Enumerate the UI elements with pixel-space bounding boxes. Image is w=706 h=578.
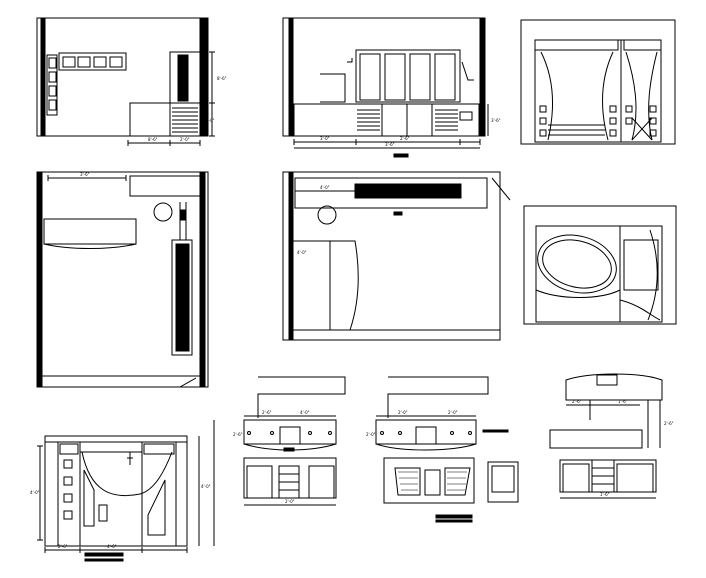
dim-label: 2'-0" [285,499,295,504]
dim-label: 2'-0" [205,118,215,123]
dim-label: 2'-6" [58,544,68,549]
decorative-panel-elevation [520,19,676,145]
dim-label: 4'-0" [300,410,310,415]
dim-label: 3'-6" [385,142,395,147]
drawer-hatch [357,109,458,131]
elevation-kitchen-wall: 3'-0" 2'-6" 3'-6" 3'-6" [282,17,501,158]
dim-label: 2'-0" [366,432,376,437]
dim-label: 4'-0" [107,544,117,549]
title-bar [84,558,124,562]
dim-label: 3'-0" [320,136,330,141]
dim-label: 2'-6" [233,432,243,437]
title-bar [84,552,124,557]
desk-detail-1: 2'-6" 4'-0" 2'-6" 2'-0" [233,376,346,506]
dim-label: 4'-0" [30,490,40,495]
dim-label: 3'-6" [491,118,501,123]
title-bar [435,514,473,519]
elevation-wardrobe-wall: 8'-6" 8'-6" 2'-0" 2'-0" [36,17,227,146]
dim-label: 8'-6" [217,76,227,81]
floor-plan-bedroom: 3'-6" [36,171,209,388]
dim-label: 2'-6" [262,410,272,415]
oval-panel-elevation [523,205,677,325]
dim-label: 1'-6" [618,399,628,404]
dim-label: 8'-6" [148,137,158,142]
dim-label: 2'-0" [448,410,458,415]
dim-label: 2'-6" [572,399,582,404]
dim-label: 2'-0" [180,137,190,142]
dim-label: 1'-6" [600,492,610,497]
dim-label: 2'-0" [398,410,408,415]
title-bar [393,153,409,158]
title-bar [435,519,473,523]
floor-plan-kitchen: 4'-0" 4'-0" [282,171,511,341]
dim-label: 4'-0" [320,185,330,190]
dim-label: 4'-0" [297,250,307,255]
gravel-hatch [398,471,467,491]
desk-detail-3: 2'-6" 1'-6" 2'-6" 1'-6" [549,373,674,499]
dim-label: 3'-6" [80,172,90,177]
dim-label: 2'-6" [664,421,674,426]
dim-label: 2'-6" [400,136,410,141]
drawer-hatch [172,107,198,133]
desk-detail-2: 2'-0" 2'-0" 2'-0" [366,376,519,523]
dim-label: 4'-0" [201,484,211,489]
wardrobe-elevation: 4'-0" 2'-6" 4'-0" 4'-0" [30,420,215,562]
